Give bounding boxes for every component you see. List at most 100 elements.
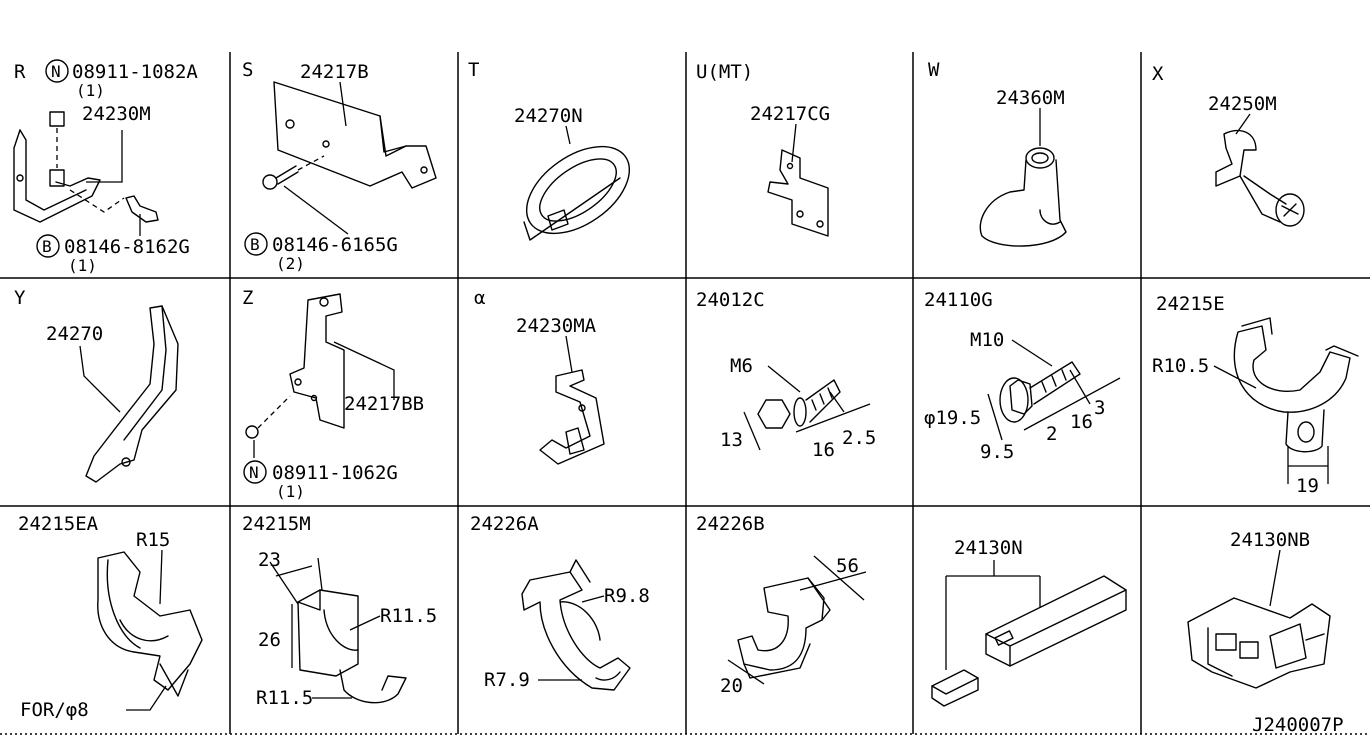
b-circle-icon	[36, 234, 60, 258]
part-number: 24217BB	[344, 393, 424, 415]
cell-w: W 24360M	[928, 59, 1067, 247]
cell-letter: α	[474, 287, 485, 309]
clip-drawing	[97, 551, 203, 697]
radius-label: R15	[136, 529, 170, 551]
protector-drawing	[85, 305, 179, 483]
part-number: 24215EA	[18, 513, 99, 535]
drawing-id: J240007P	[1252, 714, 1344, 736]
dim-2: 2	[1046, 423, 1057, 445]
bolt-part-number: 08146-8162G	[64, 236, 190, 258]
dim-23: 23	[258, 549, 281, 571]
nut-qty: (1)	[76, 81, 105, 100]
cell-24130n: 24130N	[931, 537, 1127, 707]
cell-z: Z 24217BB N 08911-1062G (1)	[242, 287, 424, 501]
cell-24226a: 24226A R9.8 R7.9	[470, 513, 650, 691]
clip-drawing	[737, 577, 831, 679]
connector-drawing	[1187, 597, 1331, 689]
cell-u: U(MT) 24217CG	[696, 61, 830, 237]
grid-lines	[0, 52, 1370, 735]
cell-letter: W	[928, 59, 940, 81]
radius-label: R10.5	[1152, 355, 1209, 377]
part-number: 24230MA	[516, 315, 597, 337]
dim-16: 16	[1070, 411, 1093, 433]
width-label: 19	[1296, 475, 1319, 497]
cell-alpha: α 24230MA	[474, 287, 605, 465]
boot-drawing	[979, 147, 1067, 247]
part-number: 24230M	[82, 103, 151, 125]
bracket-drawing	[539, 369, 605, 465]
n-circle-icon	[45, 59, 69, 83]
cell-letter: X	[1152, 63, 1164, 85]
n-circle-icon	[243, 460, 267, 484]
bracket-drawing	[767, 149, 829, 237]
dim-16: 16	[812, 439, 835, 461]
part-number: 24215M	[242, 513, 311, 535]
cell-letter: T	[468, 59, 479, 81]
cell-24110g: 24110G M10 φ19.5 9.5 2 16 3	[924, 289, 1121, 463]
cell-y: Y 24270	[14, 287, 179, 483]
cell-letter: R	[14, 61, 26, 83]
part-number: 24226A	[470, 513, 539, 535]
bolt-drawing	[999, 361, 1081, 423]
dim-56: 56	[836, 555, 859, 577]
note-label: FOR/φ8	[20, 699, 89, 721]
radius-label-2: R11.5	[256, 687, 313, 709]
dim-26: 26	[258, 629, 281, 651]
part-number: 24215E	[1156, 293, 1225, 315]
cell-letter: S	[242, 59, 253, 81]
cell-x: X 24250M	[1152, 63, 1305, 227]
part-number: 24012C	[696, 289, 765, 311]
dim-3: 3	[1094, 397, 1105, 419]
dim-2-5: 2.5	[842, 427, 876, 449]
bolt-qty: (1)	[68, 256, 97, 275]
b-code: B	[42, 237, 52, 256]
radius-label-2: R7.9	[484, 669, 530, 691]
cell-24215m: 24215M 23 26 R11.5 R11.5	[242, 513, 437, 709]
part-number: 24270N	[514, 105, 583, 127]
clip-drawing	[1215, 129, 1305, 227]
dim-dia-19-5: φ19.5	[924, 407, 981, 429]
cell-letter: Z	[242, 287, 253, 309]
connector-drawing	[931, 575, 1127, 707]
dim-13: 13	[720, 429, 743, 451]
bolt-qty: (2)	[276, 254, 305, 273]
part-number: 24217CG	[750, 103, 830, 125]
bolt-drawing	[757, 379, 841, 429]
bracket-drawing	[13, 111, 159, 223]
bolt-part-number: 08146-6165G	[272, 234, 398, 256]
cell-24215e: 24215E R10.5 19	[1152, 293, 1359, 497]
cell-24215ea: 24215EA R15 FOR/φ8	[18, 513, 203, 721]
dim-20: 20	[720, 675, 743, 697]
b-code: B	[250, 235, 260, 254]
cell-r: R N 08911-1082A (1) 24230M B 08146-8162G…	[13, 59, 198, 275]
nut-part-number: 08911-1082A	[72, 61, 198, 83]
n-code: N	[249, 463, 259, 482]
part-number: 24110G	[924, 289, 993, 311]
cell-24130nb: 24130NB	[1187, 529, 1331, 689]
part-number: 24130NB	[1230, 529, 1310, 551]
bracket-drawing	[262, 81, 437, 190]
bracket-drawing	[245, 293, 345, 439]
cell-24226b: 24226B 56 20	[696, 513, 867, 697]
radius-label-1: R9.8	[604, 585, 650, 607]
thread-size: M10	[970, 329, 1004, 351]
cell-s: S 24217B B 08146-6165G (2)	[242, 59, 437, 273]
dim-9-5: 9.5	[980, 441, 1014, 463]
part-number: 24217B	[300, 61, 369, 83]
cell-t: T 24270N	[468, 59, 631, 241]
b-circle-icon	[244, 232, 268, 256]
part-number: 24360M	[996, 87, 1065, 109]
clip-drawing	[521, 559, 631, 691]
nut-part-number: 08911-1062G	[272, 462, 398, 484]
cell-letter: U(MT)	[696, 61, 753, 83]
nut-qty: (1)	[276, 482, 305, 501]
clip-drawing	[297, 589, 407, 704]
grommet-drawing	[523, 145, 631, 241]
thread-size: M6	[730, 355, 753, 377]
part-number: 24250M	[1208, 93, 1277, 115]
n-code: N	[51, 62, 61, 81]
part-number: 24130N	[954, 537, 1023, 559]
part-number: 24270	[46, 323, 103, 345]
radius-label-1: R11.5	[380, 605, 437, 627]
